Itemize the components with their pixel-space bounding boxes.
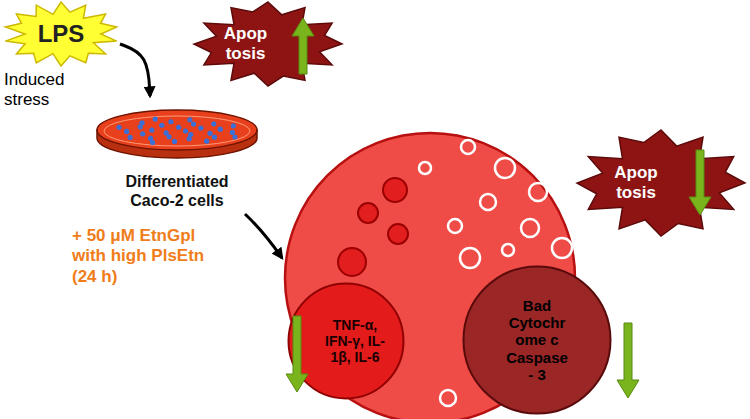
node-text: Bad [523, 297, 551, 314]
node-text: Differentiated Caco-2 cells [112, 173, 242, 210]
treatment-arrow [245, 214, 282, 258]
starburst-shape [577, 130, 745, 236]
node-text: Apop tosis [611, 163, 661, 202]
node-text: LPS [38, 20, 85, 48]
node-text: Apop tosis [221, 24, 271, 63]
node-text: TNF-α, IFN-γ, IL-1β, IL-6 [324, 317, 386, 365]
starburst-shape [5, 2, 116, 66]
culture-dish: Differentiated Caco-2 cells [92, 96, 262, 214]
red-vesicles [338, 178, 408, 276]
apoptosis-starburst: Apop tosis [575, 128, 747, 238]
stress-label-box: Induced stress [4, 70, 84, 111]
connector-arrow [120, 44, 150, 96]
decrease-arrow [617, 323, 639, 398]
stress-label: Induced stress [4, 70, 84, 111]
starburst-shape [194, 2, 342, 86]
node-text: Cytochr ome c [504, 314, 570, 349]
circle-shape [464, 267, 611, 414]
circle-shape [289, 284, 404, 399]
petri-dish [97, 110, 257, 158]
treatment-label-box: + 50 μM EtnGpl with high PlsEtn (24 h) [72, 226, 232, 287]
cytokine-circle: TNF-α, IFN-γ, IL-1β, IL-6 [287, 282, 405, 400]
apoptosis-marker-circle: BadCytochr ome cCaspase - 3 [462, 265, 612, 415]
apoptosis-starburst: Apop tosis [192, 0, 344, 88]
treatment-label: + 50 μM EtnGpl with high PlsEtn (24 h) [72, 226, 232, 287]
stimulus-starburst: LPS [2, 0, 120, 68]
node-text: Caspase - 3 [504, 349, 570, 384]
apoptosis-starburst-outline [192, 0, 344, 88]
apoptosis-starburst-outline [575, 128, 747, 238]
